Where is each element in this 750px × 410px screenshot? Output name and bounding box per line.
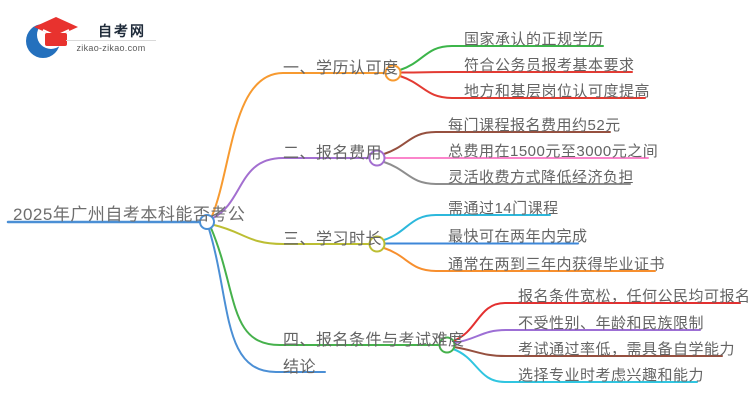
branch-1-child-3-curve	[399, 75, 646, 99]
branch-4-label[interactable]: 四、报名条件与考试难度	[283, 332, 465, 349]
branch-4-child-3-label[interactable]: 考试通过率低，需具备自学能力	[518, 341, 736, 358]
branch-3-node-circle[interactable]	[368, 235, 386, 253]
branch-4-child-3-curve	[453, 346, 723, 357]
branch-4-child-2-label[interactable]: 不受性别、年龄和民族限制	[518, 315, 705, 332]
branch-1-child-3-label[interactable]: 地方和基层岗位认可度提高	[464, 83, 651, 100]
site-logo[interactable]: 自考网 zikao-zikao.com	[24, 12, 174, 64]
branch-2-node-circle[interactable]	[368, 149, 386, 167]
branch-1-child-2-curve	[400, 71, 633, 74]
logo-divider	[66, 40, 156, 41]
branch-1-curve	[211, 72, 386, 217]
logo-title: 自考网	[98, 23, 146, 39]
branch-2-child-2-label[interactable]: 总费用在1500元至3000元之间	[448, 143, 659, 160]
root-topic-label[interactable]: 2025年广州自考本科能否考公	[13, 205, 246, 224]
branch-4-child-1-curve	[452, 302, 741, 342]
branch-1-label[interactable]: 一、学历认可度	[283, 60, 399, 77]
branch-3-curve	[213, 224, 370, 245]
branch-4-child-2-curve	[453, 329, 701, 344]
branch-2-child-3-curve	[383, 161, 631, 185]
branch-1-child-1-label[interactable]: 国家承认的正规学历	[464, 31, 604, 48]
branch-3-child-2-label[interactable]: 最快可在两年内完成	[448, 228, 588, 245]
branch-3-child-3-label[interactable]: 通常在两到三年内获得毕业证书	[448, 256, 666, 273]
branch-4-child-1-label[interactable]: 报名条件宽松，任何公民均可报名	[518, 288, 750, 305]
branch-3-child-1-curve	[383, 214, 551, 241]
branch-1-child-1-curve	[399, 45, 604, 71]
branch-2-child-1-label[interactable]: 每门课程报名费用约52元	[448, 117, 621, 134]
root-node-circle[interactable]	[199, 214, 215, 230]
branch-3-child-1-label[interactable]: 需通过14门课程	[448, 200, 559, 217]
branch-2-child-1-curve	[383, 131, 611, 155]
branch-4-child-4-curve	[452, 348, 698, 383]
branch-2-curve	[212, 157, 370, 219]
branch-3-label[interactable]: 三、学习时长	[283, 231, 383, 248]
branch-1-node-circle[interactable]	[384, 64, 402, 82]
branch-1-child-2-label[interactable]: 符合公务员报考基本要求	[464, 57, 635, 74]
branch-4-curve	[210, 227, 440, 346]
graduation-cap-icon	[26, 17, 78, 58]
branch-2-child-3-label[interactable]: 灵活收费方式降低经济负担	[448, 169, 635, 186]
branch-4-node-circle[interactable]	[438, 336, 456, 354]
branch-3-child-3-curve	[383, 247, 656, 272]
branch-4-child-4-label[interactable]: 选择专业时考虑兴趣和能力	[518, 367, 705, 384]
branch-5-curve	[208, 228, 326, 373]
logo-domain: zikao-zikao.com	[76, 43, 146, 53]
branch-2-label[interactable]: 二、报名费用	[283, 145, 383, 162]
branch-5-label[interactable]: 结论	[283, 359, 317, 376]
